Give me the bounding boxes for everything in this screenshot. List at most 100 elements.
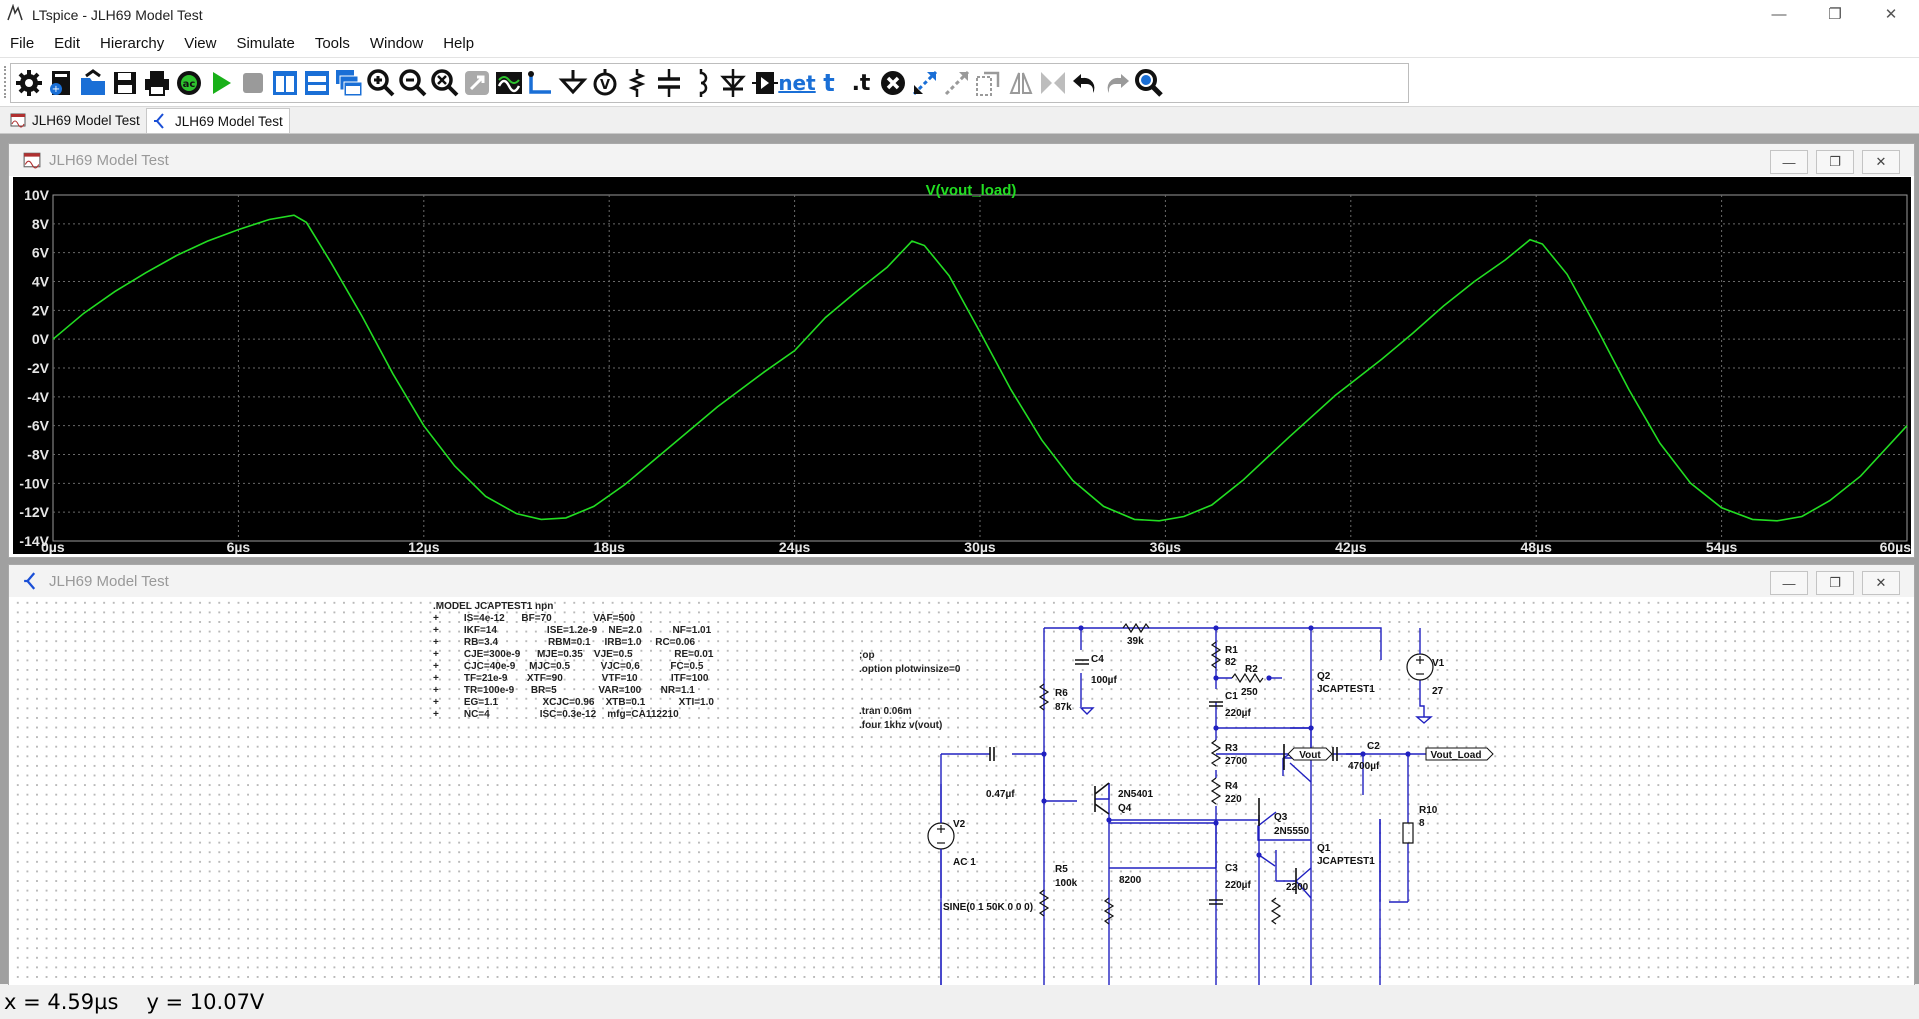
ground-button[interactable] [557, 67, 589, 99]
close-icon: ✕ [1875, 575, 1887, 590]
trace-label-vout-load[interactable]: V(vout_load) [926, 182, 1017, 199]
tile-horizontal-button[interactable] [301, 67, 333, 99]
capacitor-icon [658, 69, 680, 97]
waveform-maximize-button[interactable]: ❐ [1816, 150, 1854, 174]
zoom-in-button[interactable] [365, 67, 397, 99]
print-button[interactable] [141, 67, 173, 99]
resistor-r8200 [1103, 897, 1115, 925]
schematic-window-header[interactable]: JLH69 Model Test — ❐ ✕ [9, 565, 1914, 597]
schematic-close-button[interactable]: ✕ [1862, 571, 1900, 595]
cascade-button[interactable] [333, 67, 365, 99]
y-tick-label: -14V [19, 533, 49, 549]
menu-hierarchy[interactable]: Hierarchy [100, 34, 165, 52]
text-icon: t [823, 69, 835, 97]
component-button[interactable] [749, 67, 781, 99]
rotate-button[interactable] [973, 67, 1005, 99]
resistor-symbols[interactable] [1038, 622, 1414, 925]
net-label-vout[interactable]: Vout [1287, 747, 1333, 761]
x-tick-label: 18µs [593, 539, 625, 554]
diode-button[interactable] [717, 67, 749, 99]
model-directive[interactable]: .MODEL JCAPTEST1 npn + IS=4e-12 BF=70 VA… [433, 601, 714, 720]
zoom-extents-button[interactable] [461, 67, 493, 99]
minimize-button[interactable]: — [1751, 0, 1807, 29]
schematic-drawing[interactable]: .MODEL JCAPTEST1 npn + IS=4e-12 BF=70 VA… [13, 598, 1911, 1017]
svg-text:C4: C4 [1091, 654, 1104, 665]
menu-window[interactable]: Window [369, 34, 424, 52]
transistor-symbols[interactable] [1094, 744, 1297, 894]
document-tab-bar: JLH69 Model Test JLH69 Model Test [0, 107, 1919, 134]
ltspice-app-icon[interactable] [4, 3, 26, 26]
resistor-button[interactable] [621, 67, 653, 99]
wire-button[interactable] [525, 67, 557, 99]
y-tick-label: 2V [32, 302, 50, 318]
flip-button[interactable] [1037, 67, 1069, 99]
stop-icon [243, 73, 263, 93]
delete-button[interactable] [877, 67, 909, 99]
drag-button[interactable] [941, 67, 973, 99]
halt-button[interactable] [237, 67, 269, 99]
svg-text:220µf: 220µf [1225, 880, 1251, 891]
directive-four[interactable]: .four 1khz v(vout) [859, 720, 942, 731]
schematic-window[interactable]: JLH69 Model Test — ❐ ✕ .MODEL JCAPTEST1 … [8, 564, 1915, 1017]
menu-file[interactable]: File [10, 34, 35, 52]
waveform-minimize-button[interactable]: — [1770, 150, 1808, 174]
directive-tran[interactable]: .tran 0.06m [859, 706, 912, 717]
restore-button[interactable]: ❐ [1807, 0, 1863, 29]
zoom-fit-button[interactable] [429, 67, 461, 99]
tab-schematic[interactable]: JLH69 Model Test [146, 108, 290, 133]
svg-text:100µf: 100µf [1091, 675, 1117, 686]
model-line: + RB=3.4 RBM=0.1 IRB=1.0 RC=0.06 [433, 637, 695, 648]
menu-view[interactable]: View [184, 34, 217, 52]
redo-button[interactable] [1101, 67, 1133, 99]
text-button[interactable]: t [813, 67, 845, 99]
undo-button[interactable] [1069, 67, 1101, 99]
schematic-minimize-button[interactable]: — [1770, 571, 1808, 595]
svg-text:87k: 87k [1055, 702, 1072, 713]
tile-vertical-button[interactable] [269, 67, 301, 99]
open-button[interactable] [77, 67, 109, 99]
menu-tools[interactable]: Tools [314, 34, 350, 52]
find-button[interactable] [1133, 67, 1165, 99]
menu-simulate[interactable]: Simulate [236, 34, 295, 52]
directive-op[interactable]: ;op [859, 650, 875, 661]
schematic-maximize-button[interactable]: ❐ [1816, 571, 1854, 595]
title-bar: LTspice - JLH69 Model Test — ❐ ✕ [0, 0, 1919, 29]
svg-text:V2: V2 [953, 819, 966, 830]
close-button[interactable]: ✕ [1863, 0, 1919, 29]
directive-option[interactable]: .option plotwinsize=0 [859, 664, 961, 675]
settings-button[interactable] [13, 67, 45, 99]
mirror-button[interactable] [1005, 67, 1037, 99]
toolbar-grip[interactable] [4, 66, 10, 98]
run-button[interactable] [205, 67, 237, 99]
trace-line-vout-load[interactable] [52, 214, 1908, 522]
zoom-out-button[interactable] [397, 67, 429, 99]
schematic-canvas[interactable]: .MODEL JCAPTEST1 npn + IS=4e-12 BF=70 VA… [13, 598, 1911, 1017]
capacitor-button[interactable] [653, 67, 685, 99]
move-button[interactable] [909, 67, 941, 99]
new-schematic-button[interactable]: + [45, 67, 77, 99]
resistor-r3 [1210, 739, 1222, 767]
menu-edit[interactable]: Edit [54, 34, 81, 52]
inductor-button[interactable] [685, 67, 717, 99]
minimize-icon: — [1782, 575, 1796, 591]
capacitor-c3 [1209, 899, 1223, 905]
svg-text:C3: C3 [1225, 863, 1238, 874]
waveform-close-button[interactable]: ✕ [1862, 150, 1900, 174]
wire-group[interactable] [940, 627, 1433, 997]
menu-help[interactable]: Help [443, 34, 475, 52]
save-button[interactable] [109, 67, 141, 99]
autorange-button[interactable] [493, 67, 525, 99]
net-label-button[interactable]: net [778, 67, 815, 99]
svg-text:2N5401: 2N5401 [1118, 789, 1153, 800]
net-label-vout-load[interactable]: Vout_Load [1425, 747, 1494, 761]
tile-horizontal-icon [305, 71, 329, 95]
capacitor-symbols[interactable] [989, 659, 1338, 905]
spice-directive-button[interactable]: .t [845, 67, 877, 99]
label-net-button[interactable]: V [589, 67, 621, 99]
tab-waveform[interactable]: JLH69 Model Test [4, 108, 146, 132]
waveform-window-header[interactable]: JLH69 Model Test — ❐ ✕ [9, 144, 1914, 176]
ac-analysis-button[interactable]: ac [173, 67, 205, 99]
